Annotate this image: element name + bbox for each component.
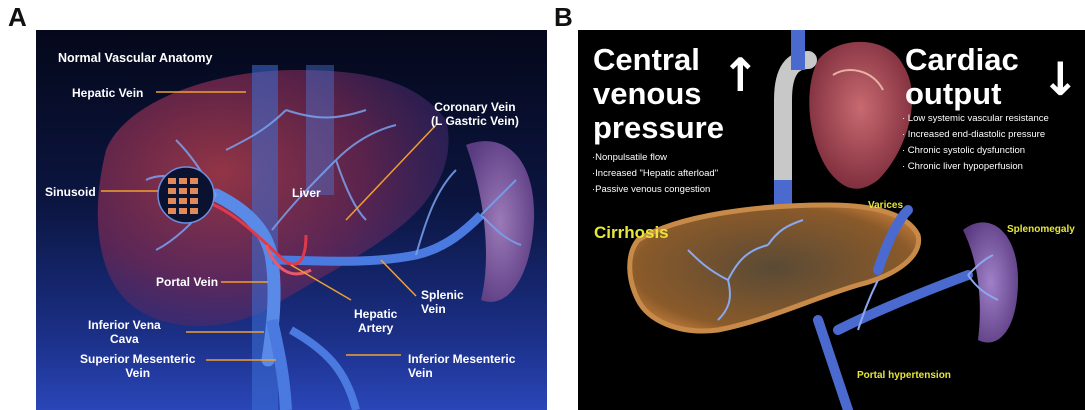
splenomegaly-label: Splenomegaly [1007,224,1075,235]
central-venous-pressure-heading: Central venous pressure [593,43,724,145]
panel-a-letter: A [8,2,27,33]
ivc-label: Inferior Vena Cava [88,318,161,346]
heart-shape [809,42,912,189]
spleen-shape-b [963,222,1018,342]
portal-hypertension-label: Portal hypertension [857,370,951,381]
cirrhosis-label: Cirrhosis [594,223,669,243]
panel-b-pathophysiology: Central venous pressure ↑ ·Nonpulsatile … [578,30,1085,410]
hepatic-artery-label: Hepatic Artery [354,307,397,335]
smv-label: Superior Mesenteric Vein [80,352,195,380]
hepatic-vein-label: Hepatic Vein [72,86,143,100]
splenic-vein-label: Splenic Vein [421,288,464,316]
arrow-down-icon: ↓ [1041,56,1080,102]
liver-label: Liver [292,186,321,200]
portal-vein-label: Portal Vein [156,275,218,289]
central-venous-pressure-bullets: ·Nonpulsatile flow ·Increased "Hepatic a… [592,150,718,198]
coronary-vein-label: Coronary Vein (L Gastric Vein) [431,100,519,128]
arrow-up-icon: ↑ [721,52,760,98]
sinusoid-inset [158,167,214,223]
cardiac-output-bullets: · Low systemic vascular resistance · Inc… [902,111,1049,175]
cardiac-output-heading: Cardiac output [905,43,1019,111]
varices-label: Varices [868,200,903,211]
panel-a-normal-vascular-anatomy: Normal Vascular Anatomy Hepatic Vein Cor… [36,30,547,410]
sinusoid-label: Sinusoid [45,185,96,199]
panel-b-letter: B [554,2,573,33]
imv-label: Inferior Mesenteric Vein [408,352,515,380]
panel-a-title: Normal Vascular Anatomy [58,51,212,65]
